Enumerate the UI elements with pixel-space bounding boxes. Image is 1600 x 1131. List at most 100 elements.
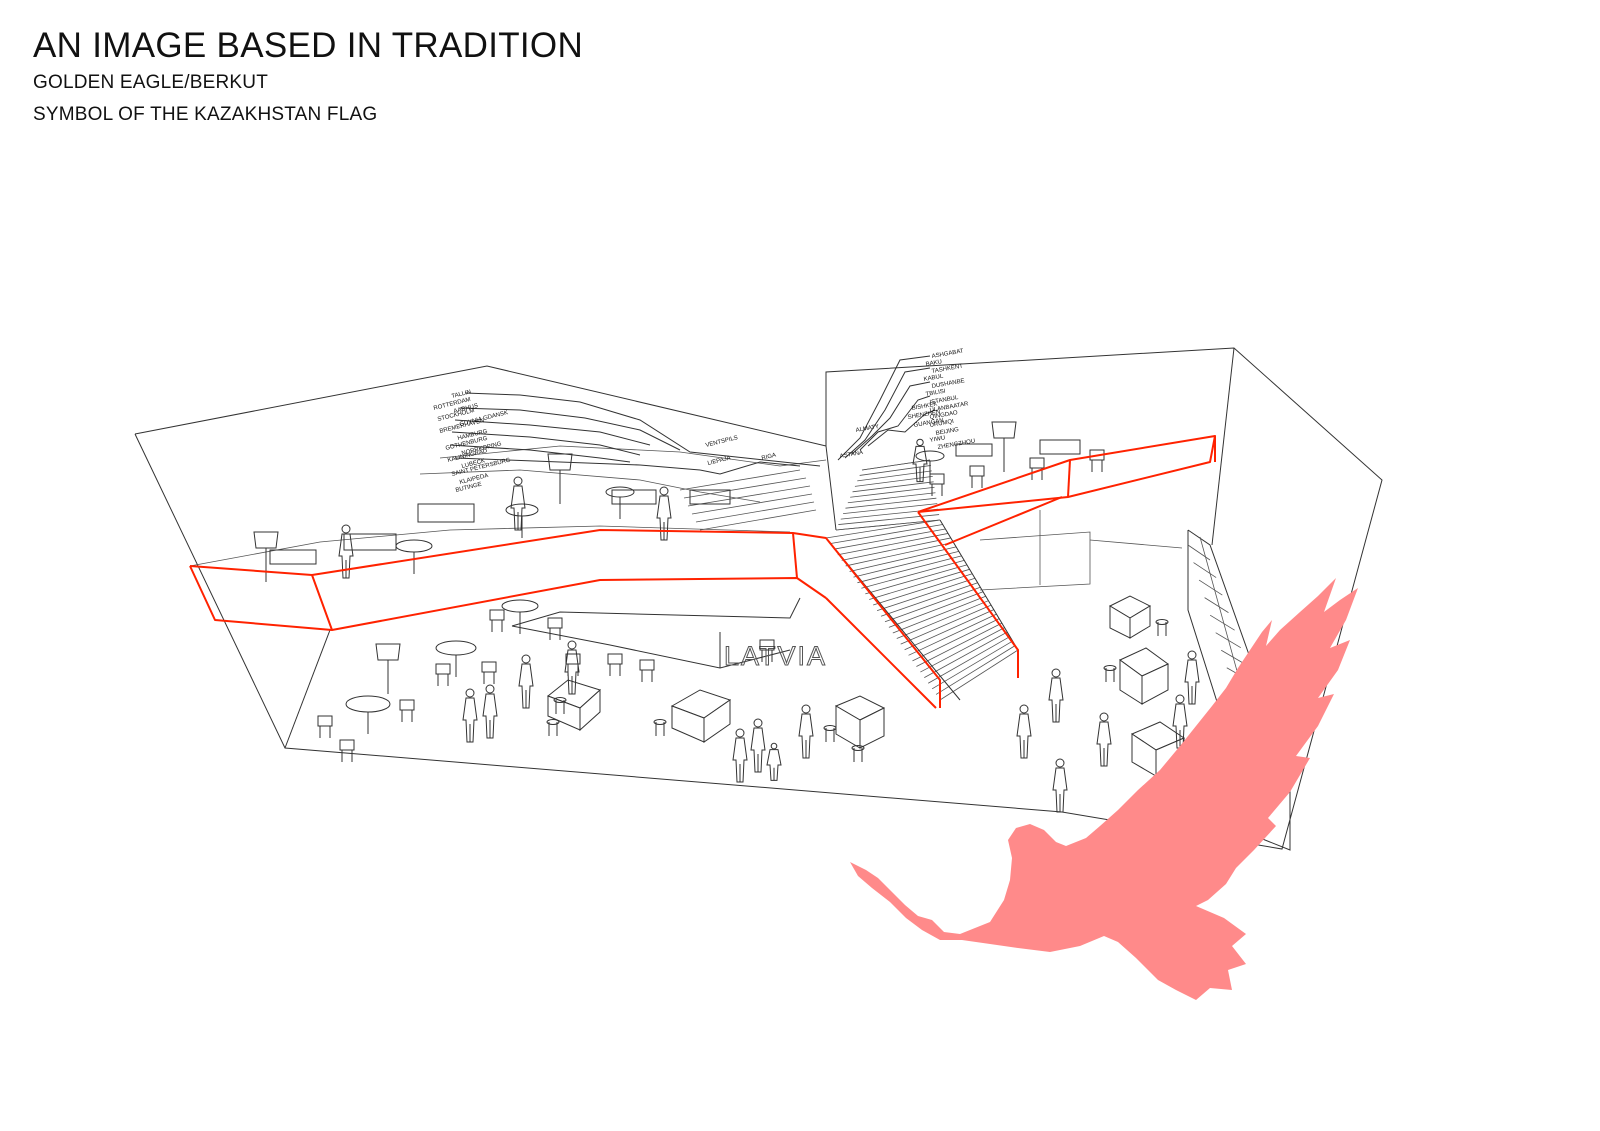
stair-step: [841, 537, 951, 561]
wall-city-label: ASHGABAT: [931, 348, 964, 360]
round-table: [435, 640, 477, 656]
central-staircase: [825, 459, 1019, 701]
person-head: [1055, 758, 1065, 768]
floor-lamp: [253, 531, 279, 549]
person-head: [916, 438, 924, 447]
person-head: [485, 684, 495, 694]
round-table: [605, 486, 635, 498]
chair: [547, 617, 563, 629]
floor-lamp: [991, 421, 1017, 439]
person-silhouette: [766, 749, 782, 781]
wall-city-label: LIEPAJA: [707, 455, 731, 467]
wall-city-label: RIGA: [761, 453, 777, 462]
person-head: [801, 704, 811, 714]
stair-step: [853, 550, 959, 578]
sofa: [343, 533, 397, 551]
person-silhouette: [1052, 767, 1068, 813]
sofa: [955, 443, 993, 457]
chair: [1029, 457, 1045, 469]
chair: [489, 609, 505, 621]
latvia-sign-text: LATVIA: [724, 641, 827, 671]
display-cubes: [547, 595, 1186, 777]
stair-step: [924, 631, 1008, 679]
stair-step: [896, 600, 989, 639]
upper-stair-step: [850, 486, 935, 498]
sofa: [1039, 439, 1081, 455]
stair-step: [849, 546, 957, 572]
chair: [481, 661, 497, 673]
chair: [969, 465, 985, 477]
subtitle-eagle: GOLDEN EAGLE/BERKUT: [33, 72, 269, 93]
chair: [607, 653, 623, 665]
stair-step: [920, 627, 1005, 673]
wall-city-label: GUANGAN: [913, 418, 944, 429]
floor-lamp: [547, 453, 573, 471]
person-head: [659, 486, 669, 496]
stool: [546, 719, 560, 725]
stair-step: [865, 564, 968, 595]
shelf-line: [1204, 597, 1229, 613]
upper-stair-step: [852, 481, 934, 493]
wall-city-label: BISHKEK: [911, 402, 938, 412]
shelf-line: [1198, 579, 1223, 596]
stair-step: [908, 613, 997, 656]
person-head: [1187, 650, 1197, 660]
stair-step: [900, 604, 992, 645]
person-silhouette: [912, 445, 928, 483]
stair-step: [928, 636, 1011, 684]
chair: [929, 473, 945, 485]
right-block: [979, 510, 1183, 591]
upper-stair-step: [845, 497, 937, 509]
wall-city-label: VENTSPILS: [705, 435, 738, 449]
sofa: [689, 489, 731, 505]
stair-step: [904, 609, 994, 651]
wall-city-label: ALMATY: [855, 424, 879, 434]
person-head: [1051, 668, 1061, 678]
subtitle-flag: SYMBOL OF THE KAZAKHSTAN FLAG: [33, 104, 378, 125]
stair-step: [837, 533, 949, 556]
pavilion-box-outline: [134, 347, 1383, 850]
person-silhouette: [656, 495, 672, 541]
wall-city-label: DUSHANBE: [931, 378, 965, 390]
person-head: [567, 640, 577, 650]
stair-step: [916, 622, 1003, 667]
wall-city-label: SHENZHEN: [907, 409, 941, 421]
person-silhouette: [732, 737, 748, 783]
chair: [759, 639, 775, 651]
upper-stair-step: [847, 492, 936, 504]
stool: [851, 745, 865, 751]
sofa: [269, 549, 317, 565]
wall-city-label: LUBECK: [461, 458, 486, 470]
stool: [553, 697, 567, 703]
person-silhouette: [564, 649, 580, 695]
wall-city-label: BAKU: [925, 359, 942, 368]
stool: [653, 719, 667, 725]
wall-city-label: KABUL: [923, 374, 944, 383]
city-labels-right: ASHGABATBAKUTASHKENTKABULDUSHANBETBILISI…: [839, 348, 975, 460]
person-head: [735, 728, 745, 738]
wall-city-label: TBILISI: [925, 389, 946, 398]
person-silhouette: [1184, 659, 1200, 705]
round-table: [915, 450, 945, 462]
people-silhouettes: [338, 438, 1208, 829]
person-silhouette: [462, 697, 478, 743]
upper-stair-step: [835, 519, 941, 531]
person-silhouette: [798, 713, 814, 759]
person-head: [1099, 712, 1109, 722]
upper-stair-step: [861, 459, 931, 471]
person-head: [770, 742, 778, 750]
stair-step: [829, 524, 943, 544]
sofa: [417, 503, 475, 523]
person-silhouette: [1016, 713, 1032, 759]
person-head: [465, 688, 475, 698]
person-silhouette: [482, 693, 498, 739]
stool: [1155, 619, 1169, 625]
person-head: [1175, 694, 1185, 704]
stair-step: [825, 519, 941, 539]
shelf-line: [1209, 614, 1235, 631]
stair-step: [892, 595, 986, 634]
shelf-line: [1187, 544, 1211, 561]
wall-city-label: ASTANA: [839, 450, 863, 460]
wall-city-label: URUMQI: [929, 419, 954, 429]
page-title: AN IMAGE BASED IN TRADITION: [33, 26, 584, 65]
